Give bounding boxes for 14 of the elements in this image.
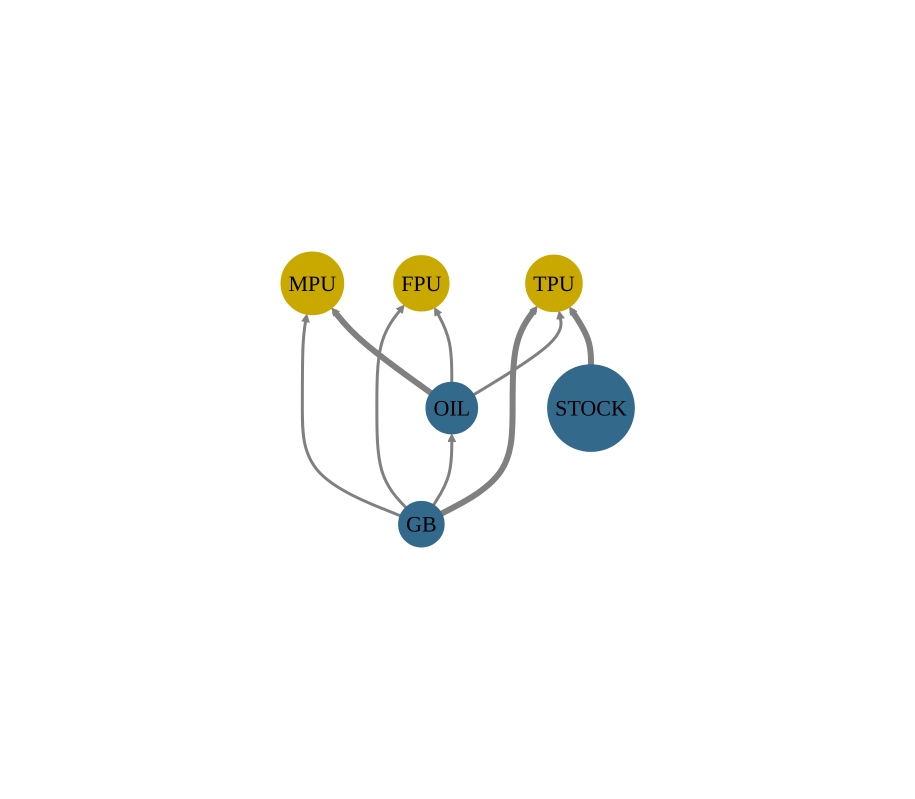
arrow (568, 306, 594, 365)
node-circle: GB (398, 500, 444, 548)
node-circle: OIL (425, 382, 478, 434)
arrow (432, 433, 456, 506)
arrow (440, 306, 538, 516)
node-circle: FPU (393, 255, 450, 312)
arrow (434, 307, 454, 382)
node-circle: TPU (525, 254, 583, 312)
arrow (472, 310, 565, 396)
arrow (300, 314, 401, 518)
arrow (375, 304, 407, 509)
node-circle: STOCK (546, 364, 635, 452)
node-circle: MPU (280, 252, 344, 316)
arrow (331, 308, 432, 396)
